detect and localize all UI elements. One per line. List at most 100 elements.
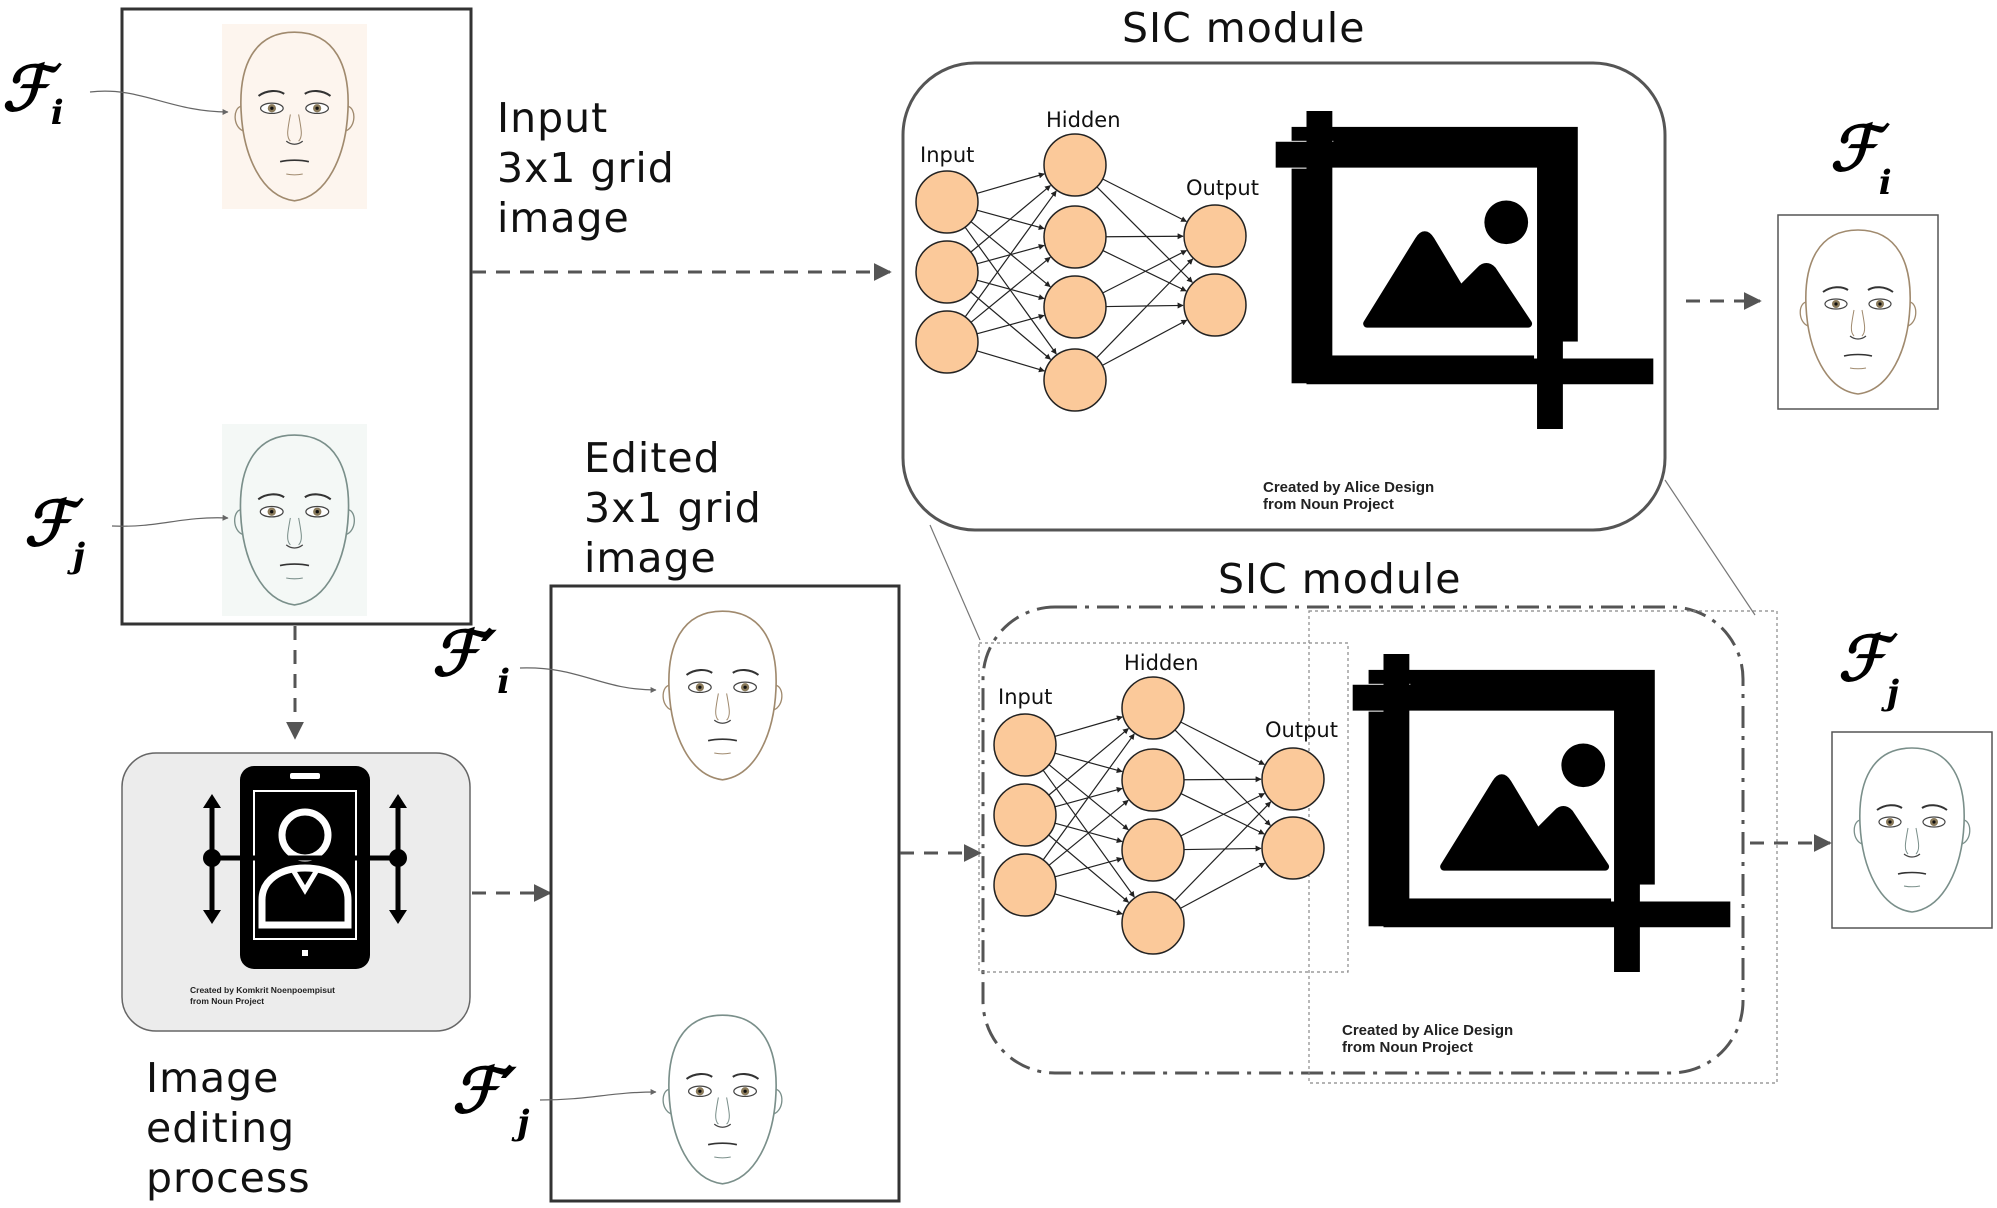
nn-edge	[1174, 801, 1272, 902]
sic2-nn-selection	[978, 642, 1349, 973]
nn-edge	[1102, 319, 1188, 366]
sic1-hidden-label: Hidden	[1046, 108, 1121, 132]
nn-edge	[970, 291, 1052, 360]
nn-node	[1043, 133, 1107, 197]
edited-grid-text-2: 3x1 grid	[584, 484, 762, 532]
nn-edge	[970, 185, 1051, 253]
editing-text-3: process	[146, 1154, 311, 1202]
nn-node	[1261, 816, 1325, 880]
nn-node	[1121, 818, 1185, 882]
label-fi: ℱi	[2, 52, 64, 133]
nn-edge	[964, 226, 1057, 355]
pointer-fi	[89, 90, 229, 115]
out-face-frame-j	[1831, 731, 1993, 929]
nn-node	[1183, 204, 1247, 268]
label-fpi: ℱ′i	[432, 617, 510, 702]
sic2-hidden-label: Hidden	[1124, 651, 1199, 675]
nn-edge	[964, 190, 1057, 318]
input-grid-text-1: Input	[497, 94, 608, 142]
editing-text-2: editing	[146, 1104, 295, 1152]
nn-node	[1121, 891, 1185, 955]
nn-node	[1261, 747, 1325, 811]
face-bg-j	[222, 424, 367, 616]
pointer-fpi	[519, 667, 657, 693]
nn-edge	[1105, 302, 1184, 309]
sic1-credit-1: Created by Alice Design	[1263, 479, 1434, 496]
edited-grid-text-1: Edited	[584, 434, 721, 482]
nn-node	[1121, 676, 1185, 740]
nn-edge	[1096, 186, 1193, 283]
sic1-title: SIC module	[1122, 4, 1365, 52]
sic2-crop-icon	[1353, 654, 1731, 972]
nn-node	[993, 853, 1057, 917]
input-grid-text-3: image	[497, 194, 630, 242]
nn-edge	[1180, 792, 1265, 837]
nn-node	[1043, 348, 1107, 412]
nn-edge	[1183, 845, 1262, 852]
nn-edge	[1054, 893, 1123, 916]
sic2-box	[981, 605, 1745, 1075]
sic1-neural-net	[915, 133, 1247, 412]
label-fpj: ℱ′j	[452, 1054, 530, 1143]
sic1-output-label: Output	[1186, 176, 1259, 200]
nn-edge	[1054, 715, 1123, 737]
out-face-frame-i	[1777, 214, 1939, 410]
nn-node	[915, 170, 979, 234]
nn-edge	[1102, 249, 1187, 294]
pointer-fj	[111, 514, 229, 527]
nn-edge	[1042, 769, 1135, 898]
editing-credit-1: Created by Komkrit Noenpoempisut	[190, 985, 335, 995]
nn-edge	[1048, 799, 1129, 866]
nn-edge	[976, 350, 1045, 373]
nn-edge	[1174, 729, 1271, 826]
nn-edge	[976, 172, 1045, 194]
nn-edge	[1048, 834, 1130, 903]
sic2-credit-1: Created by Alice Design	[1342, 1022, 1513, 1039]
face-edited-i	[662, 610, 783, 781]
nn-edge	[1048, 728, 1129, 796]
connector-left	[929, 524, 981, 641]
nn-edge	[1102, 250, 1187, 292]
nn-node	[993, 783, 1057, 847]
sic1-input-label: Input	[920, 143, 974, 167]
label-fj: ℱj	[24, 487, 86, 576]
nn-node	[993, 713, 1057, 777]
nn-edge	[1180, 862, 1266, 909]
nn-edge	[976, 313, 1045, 335]
editing-text-1: Image	[146, 1054, 279, 1102]
nn-edge	[1054, 856, 1123, 878]
sic1-credit-2: from Noun Project	[1263, 496, 1394, 513]
phone-icon	[203, 766, 407, 969]
input-grid-frame	[120, 7, 473, 626]
sic2-neural-net	[993, 676, 1325, 955]
face-edited-j	[662, 1014, 783, 1185]
connector-right	[1664, 479, 1756, 616]
nn-edge	[1096, 258, 1194, 359]
nn-edge	[970, 256, 1051, 323]
nn-edge	[1102, 178, 1187, 223]
nn-node	[915, 240, 979, 304]
nn-node	[1121, 748, 1185, 812]
label-out-fi: ℱi	[1830, 112, 1892, 203]
nn-node	[915, 310, 979, 374]
nn-node	[1043, 205, 1107, 269]
edited-grid-frame	[549, 584, 901, 1203]
nn-edge	[1180, 721, 1265, 766]
input-grid-text-2: 3x1 grid	[497, 144, 675, 192]
face-bg-i	[222, 24, 367, 209]
nn-edge	[1105, 233, 1184, 240]
nn-node	[1043, 275, 1107, 339]
nn-node	[1183, 273, 1247, 337]
editing-credit-2: from Noun Project	[190, 996, 264, 1006]
edited-grid-text-3: image	[584, 534, 717, 582]
label-out-fj: ℱj	[1838, 622, 1900, 713]
sic2-credit-2: from Noun Project	[1342, 1039, 1473, 1056]
nn-edge	[1042, 733, 1135, 861]
nn-edge	[1180, 793, 1265, 835]
pointer-fpj	[539, 1089, 657, 1101]
sic2-output-label: Output	[1265, 718, 1338, 742]
sic2-title: SIC module	[1218, 555, 1461, 603]
sic2-input-label: Input	[998, 685, 1052, 709]
